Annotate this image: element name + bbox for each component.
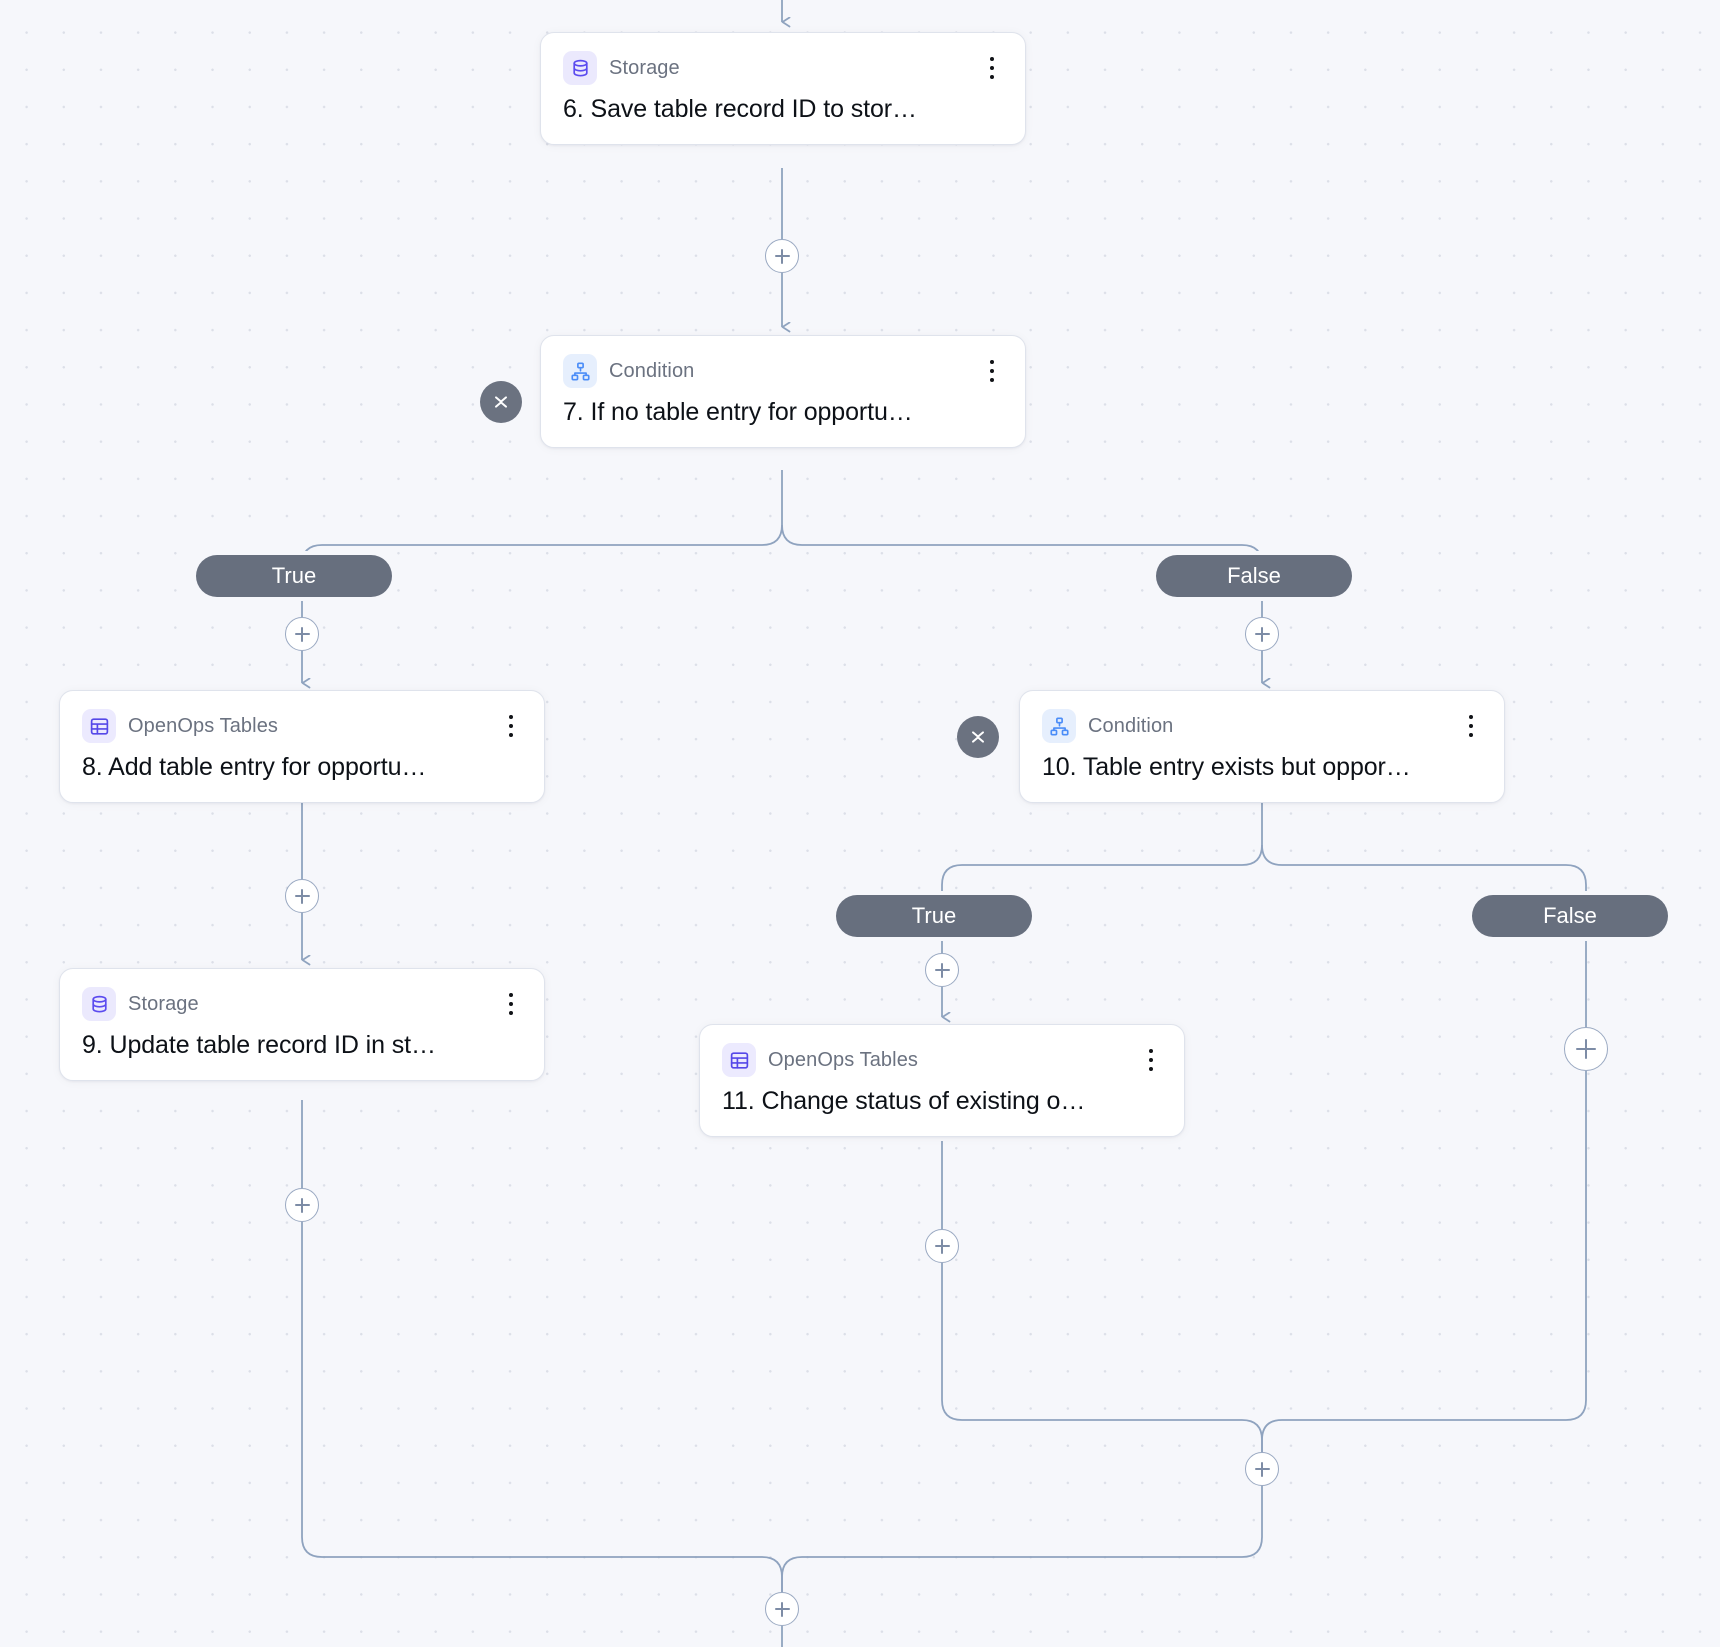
workflow-node-step-10[interactable]: Condition 10. Table entry exists but opp… (1019, 690, 1505, 803)
chevron-collapse-icon (495, 396, 507, 408)
node-title: 11. Change status of existing o… (722, 1087, 1086, 1115)
workflow-node-step-8[interactable]: OpenOps Tables 8. Add table entry for op… (59, 690, 545, 803)
kebab-dot (1148, 1066, 1154, 1072)
kebab-dot (989, 65, 995, 71)
kebab-dot (1148, 1057, 1154, 1063)
kebab-dot (989, 74, 995, 80)
branch-label-true[interactable]: True (196, 555, 392, 597)
table-icon (82, 709, 116, 743)
branch-label-text: True (271, 563, 317, 588)
node-title: 8. Add table entry for opportu… (82, 753, 427, 781)
add-step-button[interactable] (285, 879, 319, 913)
node-title: 9. Update table record ID in st… (82, 1031, 436, 1059)
branch-label-text: True (911, 903, 957, 928)
node-menu-button[interactable] (981, 358, 1003, 384)
add-merge-step-button[interactable] (1245, 1452, 1279, 1486)
kebab-dot (989, 368, 995, 374)
kebab-dot (989, 359, 995, 365)
kebab-dot (508, 1001, 514, 1007)
database-icon (563, 51, 597, 85)
kebab-dot (508, 1010, 514, 1016)
branch-label-false[interactable]: False (1156, 555, 1352, 597)
node-menu-button[interactable] (1140, 1047, 1162, 1073)
workflow-node-step-11[interactable]: OpenOps Tables 11. Change status of exis… (699, 1024, 1185, 1137)
node-header: Storage (563, 51, 1003, 85)
node-menu-button[interactable] (981, 55, 1003, 81)
node-kind-label: Storage (128, 992, 199, 1015)
node-kind-label: Storage (609, 56, 680, 79)
node-header: OpenOps Tables (722, 1043, 1162, 1077)
add-step-button[interactable] (765, 239, 799, 273)
table-icon (722, 1043, 756, 1077)
workflow-node-step-9[interactable]: Storage 9. Update table record ID in st… (59, 968, 545, 1081)
branch-label-text: False (1227, 563, 1281, 588)
database-icon (82, 987, 116, 1021)
sitemap-icon (563, 354, 597, 388)
kebab-dot (1468, 723, 1474, 729)
branch-label-false[interactable]: False (1472, 895, 1668, 937)
branch-label-text: False (1543, 903, 1597, 928)
kebab-dot (508, 714, 514, 720)
kebab-dot (1468, 714, 1474, 720)
collapse-branch-button-step-10[interactable] (957, 716, 999, 758)
add-step-button[interactable] (285, 1188, 319, 1222)
kebab-dot (989, 56, 995, 62)
node-header: Storage (82, 987, 522, 1021)
sitemap-icon (1042, 709, 1076, 743)
kebab-dot (1148, 1048, 1154, 1054)
add-step-button[interactable] (1245, 617, 1279, 651)
node-header: Condition (1042, 709, 1482, 743)
add-step-button[interactable] (285, 617, 319, 651)
node-menu-button[interactable] (500, 713, 522, 739)
kebab-dot (508, 732, 514, 738)
node-title: 6. Save table record ID to stor… (563, 95, 917, 123)
kebab-dot (508, 992, 514, 998)
node-menu-button[interactable] (1460, 713, 1482, 739)
add-merge-step-button[interactable] (765, 1592, 799, 1626)
kebab-dot (989, 377, 995, 383)
node-kind-label: OpenOps Tables (768, 1048, 919, 1071)
collapse-branch-button-step-7[interactable] (480, 381, 522, 423)
node-kind-label: OpenOps Tables (128, 714, 279, 737)
node-title: 7. If no table entry for opportu… (563, 398, 913, 426)
node-header: OpenOps Tables (82, 709, 522, 743)
kebab-dot (508, 723, 514, 729)
chevron-collapse-icon (972, 731, 984, 743)
kebab-dot (1468, 732, 1474, 738)
node-header: Condition (563, 354, 1003, 388)
add-step-button[interactable] (925, 953, 959, 987)
node-menu-button[interactable] (500, 991, 522, 1017)
branch-label-true[interactable]: True (836, 895, 1032, 937)
node-kind-label: Condition (1088, 714, 1174, 737)
workflow-node-step-6[interactable]: Storage 6. Save table record ID to stor… (540, 32, 1026, 145)
workflow-node-step-7[interactable]: Condition 7. If no table entry for oppor… (540, 335, 1026, 448)
add-step-button[interactable] (1564, 1027, 1608, 1071)
add-step-button[interactable] (925, 1229, 959, 1263)
node-title: 10. Table entry exists but oppor… (1042, 753, 1411, 781)
node-kind-label: Condition (609, 359, 695, 382)
